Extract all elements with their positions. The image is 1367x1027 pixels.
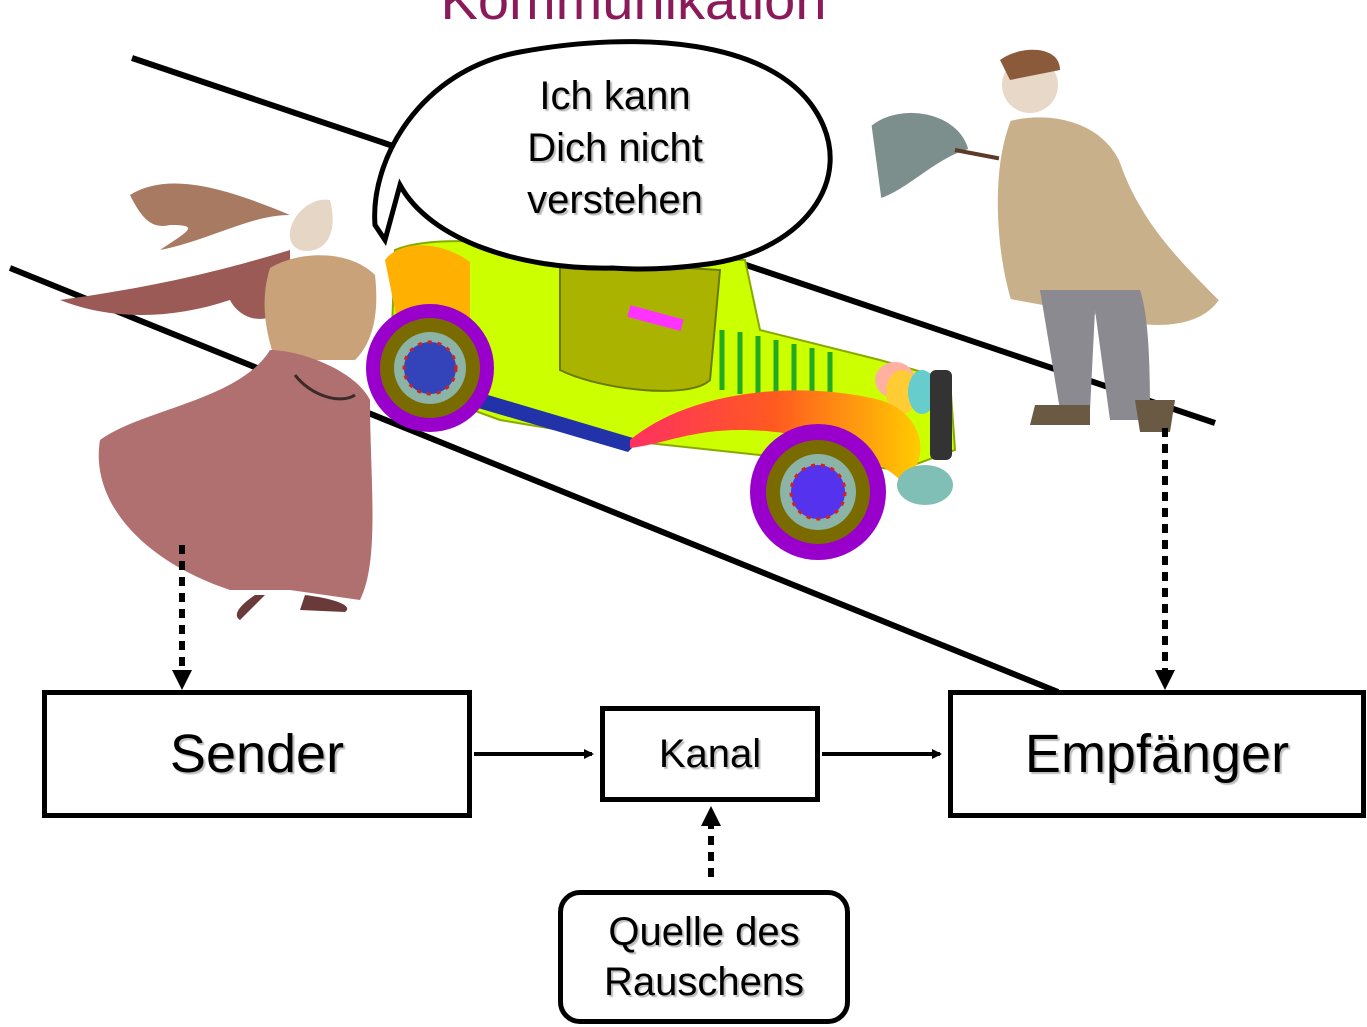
channel-box: Kanal [600, 706, 820, 802]
diagram-title: Kommunikation [0, 0, 1267, 28]
speech-line: verstehen [527, 178, 703, 222]
speech-line: Dich nicht [527, 126, 703, 170]
channel-label: Kanal [658, 731, 762, 776]
speech-bubble-text: Ich kann Dich nicht verstehen [470, 70, 760, 226]
sender-label: Sender [169, 724, 345, 784]
noise-source-line: Rauschens [603, 960, 805, 1004]
woman-illustration [60, 183, 377, 620]
noise-source-line: Quelle des [608, 910, 800, 954]
sender-box: Sender [42, 690, 472, 818]
noise-source-box: Quelle des Rauschens [558, 890, 850, 1024]
speech-line: Ich kann [539, 74, 691, 118]
car-illustration [366, 240, 957, 560]
road-line-lower [8, 265, 1060, 695]
receiver-label: Empfänger [1024, 724, 1290, 784]
speech-bubble [372, 39, 833, 272]
receiver-box: Empfänger [948, 690, 1366, 818]
man-illustration [868, 49, 1222, 432]
